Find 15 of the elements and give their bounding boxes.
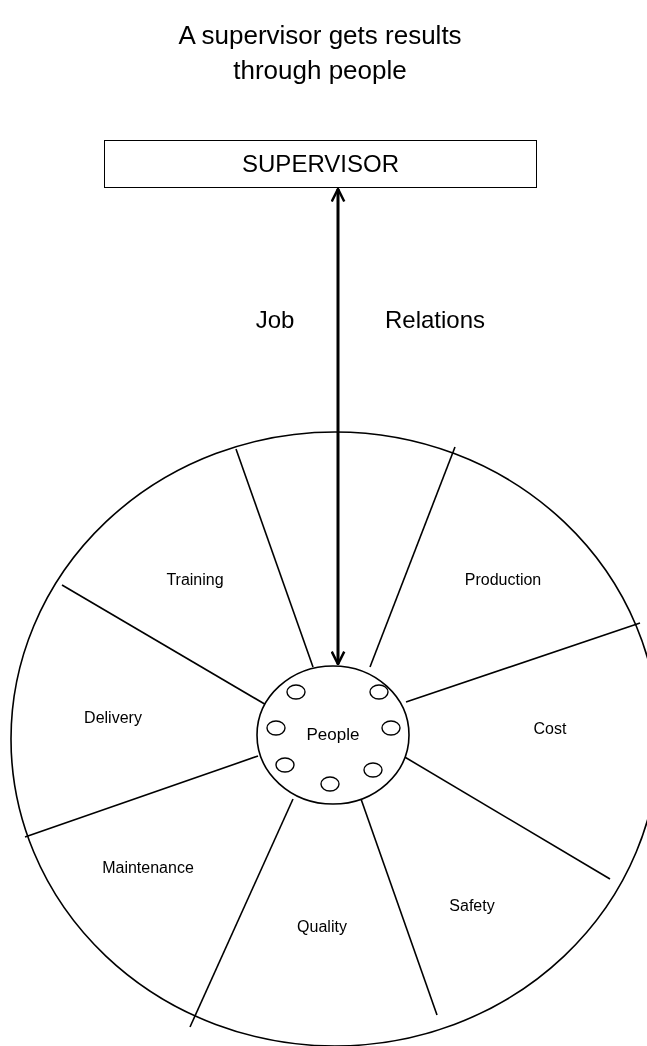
edge-side-label: Job xyxy=(254,306,296,334)
segment-label: Maintenance xyxy=(102,859,194,877)
segment-label: Safety xyxy=(449,897,495,915)
segment-label: Delivery xyxy=(84,709,142,727)
segment-label: Production xyxy=(464,571,542,589)
segment-label: Cost xyxy=(533,720,567,738)
center-label: People xyxy=(306,725,360,745)
supervisor-box xyxy=(104,140,537,188)
title: A supervisor gets results through people xyxy=(177,19,463,87)
segment-label: Training xyxy=(166,571,224,589)
role-label: SUPERVISOR xyxy=(242,150,399,178)
segment-label: Quality xyxy=(297,918,347,936)
edge-side-label: Relations xyxy=(383,306,487,334)
center-circle xyxy=(256,665,410,805)
double-arrow xyxy=(330,187,346,666)
